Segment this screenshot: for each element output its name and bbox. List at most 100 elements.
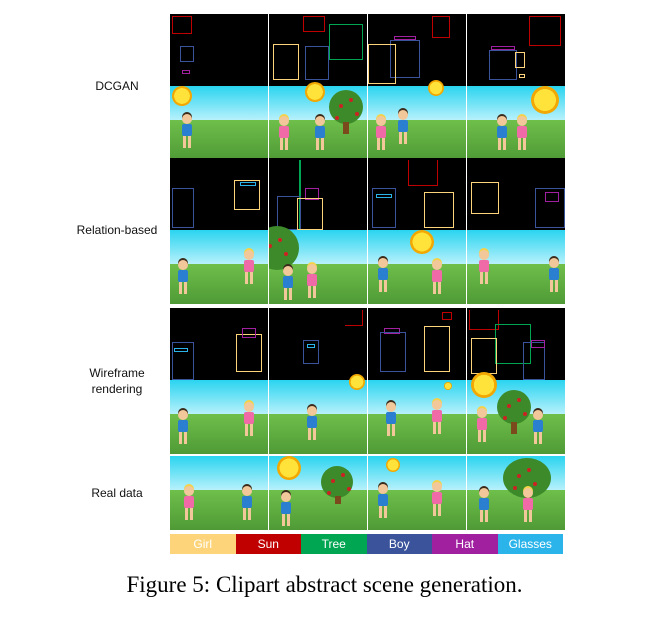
wireframe — [170, 308, 268, 380]
girl — [430, 400, 444, 434]
scene — [368, 456, 466, 530]
wireframe — [368, 14, 466, 86]
hat-box — [305, 188, 319, 200]
legend-item-glasses: Glasses — [497, 534, 563, 554]
tree — [321, 466, 353, 498]
girl-box — [236, 334, 262, 372]
girl-box — [234, 180, 260, 210]
girl — [430, 482, 444, 516]
scene — [170, 86, 268, 160]
girl — [305, 264, 319, 298]
sun-box — [345, 310, 363, 326]
boy — [176, 260, 190, 294]
boy-box — [303, 340, 319, 364]
girl-box — [424, 192, 454, 228]
boy-box — [372, 188, 396, 228]
legend-item-tree: Tree — [301, 534, 367, 554]
row-label-real-data: Real data — [91, 486, 143, 500]
dcgan-panel-3 — [368, 14, 466, 160]
scene — [170, 380, 268, 454]
boy-box — [180, 46, 194, 62]
tree — [497, 390, 531, 424]
scene — [368, 80, 466, 160]
scene — [467, 230, 565, 304]
boy-box — [172, 342, 194, 380]
girl — [182, 486, 196, 520]
sun-box — [172, 16, 192, 34]
hat-box — [531, 340, 545, 348]
tree — [329, 90, 363, 124]
boy — [180, 114, 194, 148]
boy-box — [305, 46, 329, 80]
girl — [374, 116, 388, 150]
wireframe-panel-4 — [467, 308, 565, 454]
sun-box — [442, 312, 452, 320]
boy-box — [535, 188, 565, 228]
boy — [305, 406, 319, 440]
boy — [176, 410, 190, 444]
sun — [349, 374, 365, 390]
girl — [515, 116, 529, 150]
legend-item-girl: Girl — [170, 534, 236, 554]
relation-panel-4 — [467, 158, 565, 304]
row-label-relation-based: Relation-based — [76, 223, 158, 237]
tree-box — [495, 324, 531, 364]
sun-box — [529, 16, 561, 46]
relation-panel-2 — [269, 158, 367, 304]
legend-item-boy: Boy — [366, 534, 432, 554]
legend-item-sun: Sun — [235, 534, 301, 554]
wireframe — [368, 158, 466, 230]
scene — [269, 226, 367, 304]
hat-box — [182, 70, 190, 74]
glasses-box — [376, 194, 392, 198]
sun — [172, 86, 192, 106]
boy-box — [390, 40, 420, 78]
category-legend: Girl Sun Tree Boy Hat Glasses — [170, 534, 563, 554]
boy — [396, 110, 410, 144]
girl — [521, 488, 535, 522]
glasses-box — [307, 344, 315, 348]
girl-box — [424, 326, 450, 372]
dcgan-panel-1 — [170, 14, 268, 160]
boy — [281, 266, 295, 300]
sun — [471, 372, 497, 398]
girl — [475, 408, 489, 442]
row-label-wireframe-rendering: Wireframe rendering — [89, 366, 145, 396]
real-panel-4 — [467, 456, 565, 530]
scene — [368, 380, 466, 454]
scene — [269, 374, 367, 454]
scene — [269, 456, 367, 530]
real-panel-3 — [368, 456, 466, 530]
wireframe-panel-2 — [269, 308, 367, 454]
row-label-dcgan: DCGAN — [95, 79, 139, 93]
scene — [368, 230, 466, 304]
hat-box — [394, 36, 416, 40]
sun — [428, 80, 444, 96]
girl — [277, 116, 291, 150]
boy — [495, 116, 509, 150]
girl — [430, 260, 444, 294]
figure-caption: Figure 5: Clipart abstract scene generat… — [126, 572, 523, 597]
girl-box — [471, 182, 499, 214]
boy-box — [489, 50, 517, 80]
relation-panel-1 — [170, 158, 268, 304]
sun-box — [408, 160, 438, 186]
wireframe — [467, 308, 565, 380]
sun — [305, 82, 325, 102]
scene — [467, 456, 565, 530]
wireframe-panel-1 — [170, 308, 268, 454]
sun — [444, 382, 452, 390]
girl — [242, 250, 256, 284]
relation-panel-3 — [368, 158, 466, 304]
scene — [467, 86, 565, 160]
girl — [477, 250, 491, 284]
wireframe — [269, 14, 367, 86]
girl-box — [273, 44, 299, 80]
boy — [279, 492, 293, 526]
wireframe — [170, 158, 268, 230]
hat-box — [242, 328, 256, 338]
glasses-box — [174, 348, 188, 352]
sun — [531, 86, 559, 114]
dcgan-panel-2 — [269, 14, 367, 160]
